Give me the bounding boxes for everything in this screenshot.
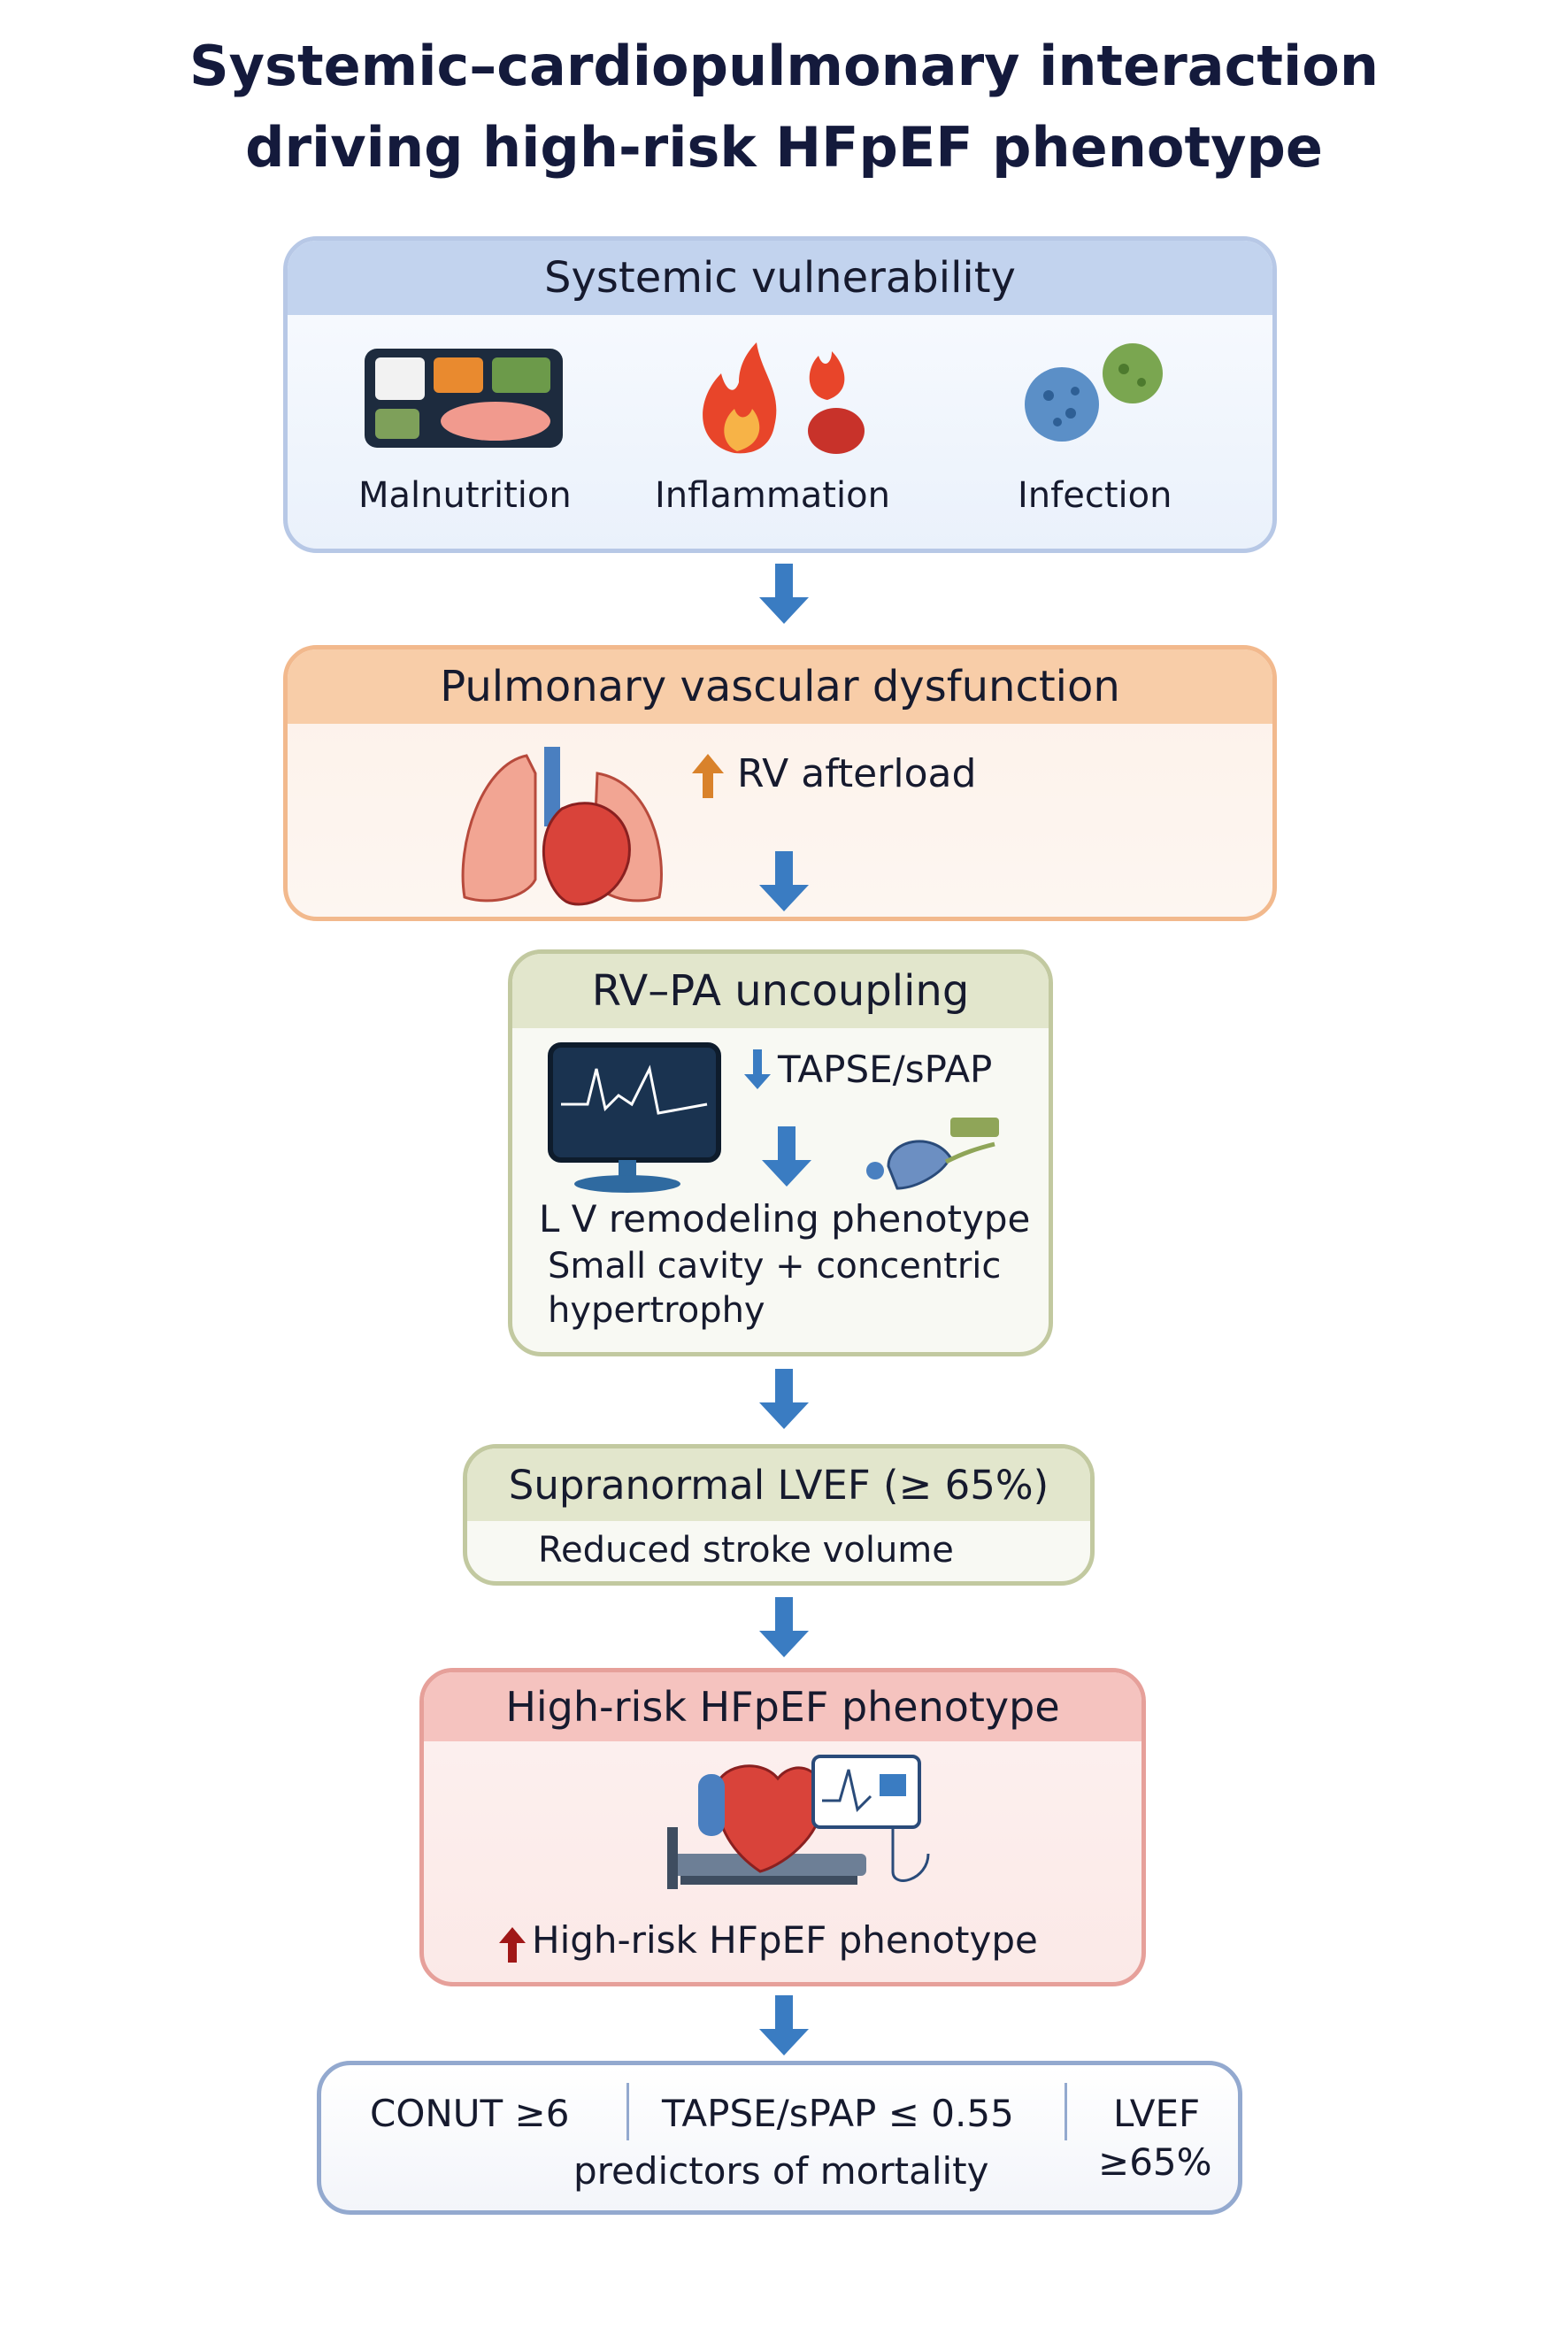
flame-icon [703, 342, 865, 454]
rv-afterload-text: RV afterload [737, 751, 977, 796]
lvef-header: Supranormal LVEF (≥ 65%) [467, 1448, 1090, 1521]
arrow-down-icon [759, 1597, 809, 1657]
divider [1065, 2083, 1067, 2140]
high-risk-box: High-risk HFpEF phenotype High-risk HFpE… [419, 1668, 1146, 1986]
title-line-1: Systemic–cardiopulmonary interaction [188, 34, 1380, 98]
label-malnutrition: Malnutrition [358, 475, 572, 516]
tapse-spap-text: TAPSE/sPAP [778, 1048, 993, 1091]
monitor-icon [548, 1042, 721, 1193]
patient-bed-monitor-icon [667, 1755, 930, 1889]
small-cavity-text: Small cavity + concentric [548, 1246, 1002, 1287]
arrow-down-icon [759, 1995, 809, 2055]
pulmonary-box: Pulmonary vascular dysfunction RV afterl… [283, 645, 1277, 921]
lv-remodeling-text: L V remodeling phenotype [539, 1197, 1031, 1241]
arrow-up-red-icon [499, 1927, 526, 1963]
rv-pa-uncoupling-box: RV–PA uncoupling TAPSE/sPAP L V remodeli… [508, 949, 1053, 1356]
predictors-caption: predictors of mortality [573, 2149, 989, 2193]
high-risk-text: High-risk HFpEF phenotype [532, 1918, 1038, 1962]
title-line-2: driving high-risk HFpEF phenotype [245, 115, 1323, 180]
arrow-down-icon [759, 564, 809, 624]
lungs-heart-icon [461, 747, 663, 906]
arrow-down-icon [762, 1126, 811, 1187]
label-infection: Infection [1018, 475, 1172, 516]
reduced-stroke-volume-text: Reduced stroke volume [538, 1530, 954, 1571]
heart-ventricle-icon [866, 1118, 999, 1190]
lvef-predictor-value: ≥65% [1098, 2140, 1212, 2184]
highrisk-header: High-risk HFpEF phenotype [424, 1672, 1141, 1741]
divider [626, 2083, 629, 2140]
arrow-down-small-icon [744, 1049, 771, 1089]
arrow-up-icon [692, 754, 724, 798]
label-inflammation: Inflammation [655, 475, 890, 516]
pulmonary-header: Pulmonary vascular dysfunction [288, 649, 1272, 724]
arrow-down-icon [759, 1369, 809, 1429]
lvef-predictor: LVEF [1113, 2092, 1201, 2135]
conut-predictor: CONUT ≥6 [370, 2092, 570, 2135]
arrow-down-icon [759, 851, 809, 911]
systemic-header: Systemic vulnerability [288, 241, 1272, 315]
predictors-box: CONUT ≥6 TAPSE/sPAP ≤ 0.55 LVEF ≥65% pre… [317, 2061, 1242, 2215]
hypertrophy-text: hypertrophy [548, 1290, 765, 1331]
tapse-spap-predictor: TAPSE/sPAP ≤ 0.55 [662, 2092, 1014, 2135]
systemic-vulnerability-box: Systemic vulnerability Malnutrition Infl… [283, 236, 1277, 553]
uncoupling-header: RV–PA uncoupling [512, 954, 1049, 1028]
food-tray-icon [365, 349, 563, 448]
supranormal-lvef-box: Supranormal LVEF (≥ 65%) Reduced stroke … [463, 1444, 1095, 1586]
virus-icon [1025, 343, 1163, 442]
